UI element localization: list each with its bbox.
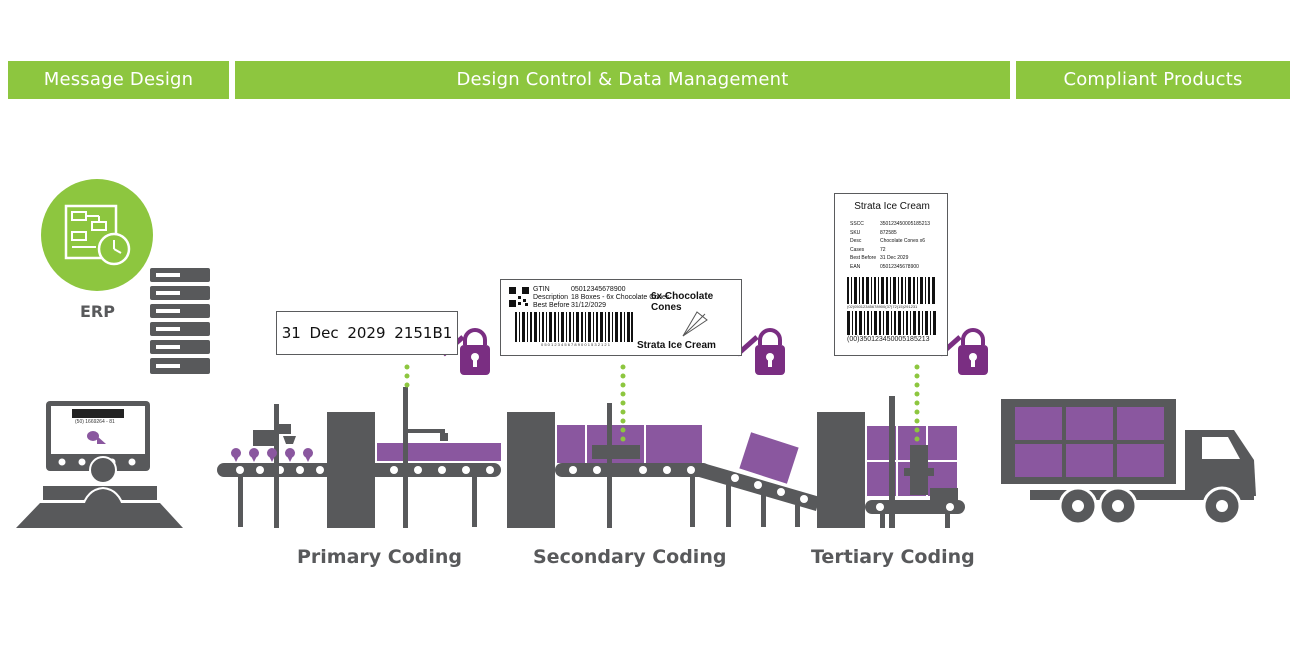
- field-key: SSCC: [850, 221, 864, 227]
- banner-message-design: Message Design: [8, 61, 229, 99]
- field-value: 350123450005185213: [880, 221, 931, 227]
- field-key: EAN: [850, 263, 861, 270]
- case-barcode-text: 0 5 0 1 2 3 4 5 6 7 8 9 0 0 1 5 3 2 1 2 …: [541, 342, 610, 347]
- monitor-barcode-text: (50) 1669264 - 81: [75, 419, 115, 425]
- stage-label-tertiary: Tertiary Coding: [811, 546, 975, 568]
- field-value: 05012345678900: [880, 263, 919, 270]
- tertiary-pallet-label: Strata Ice Cream SSCC 350123450005185213 …: [834, 193, 948, 356]
- verification-connectors: [404, 364, 920, 442]
- delivery-truck-icon: [1001, 399, 1256, 526]
- field-key: SKU: [850, 229, 861, 236]
- case-barcode: [515, 312, 633, 342]
- secondary-conveyor: [507, 403, 820, 528]
- pallet-label-title: Strata Ice Cream: [854, 201, 930, 212]
- field-value: 31 Dec 2029: [880, 255, 909, 262]
- pallet-barcode-1: [847, 277, 935, 304]
- ice-cream-cone-icon: [682, 311, 708, 337]
- field-value: 72: [880, 246, 886, 253]
- erp-workflow-icon: [41, 179, 153, 291]
- pallet-barcode-2-text: (00)350123450005185213: [847, 336, 930, 343]
- primary-date-code-label: 31 Dec 2029 2151B1: [276, 311, 458, 355]
- field-key: Best Before: [533, 302, 570, 309]
- stage-label-secondary: Secondary Coding: [533, 546, 727, 568]
- erp-label: ERP: [80, 302, 115, 321]
- field-key: Best Before: [850, 255, 877, 262]
- field-key: Desc: [850, 238, 862, 245]
- qr-code-icon: [509, 287, 529, 307]
- banner-compliant-products: Compliant Products: [1016, 61, 1290, 99]
- pallet-barcode-2: [847, 311, 936, 335]
- field-key: Description: [533, 294, 569, 301]
- field-value: 31/12/2029: [571, 302, 607, 309]
- primary-conveyor: [217, 387, 501, 528]
- field-key: Cases: [850, 246, 865, 253]
- tertiary-pallet-station: [817, 396, 965, 528]
- field-value: 05012345678900: [571, 286, 626, 293]
- pallet-barcode-1-text: (02)05012345678900(37)72(15)291231: [847, 304, 918, 309]
- stage-label-primary: Primary Coding: [297, 546, 463, 568]
- banner-design-control: Design Control & Data Management: [235, 61, 1010, 99]
- case-product-title: 6x Chocolate Cones: [651, 291, 714, 313]
- case-brand-name: Strata Ice Cream: [637, 340, 716, 351]
- server-stack-icon: [150, 268, 210, 374]
- field-key: GTIN: [533, 286, 550, 293]
- pallet-label-fields: SSCC 350123450005185213 SKU 872585 Desc Cho…: [850, 220, 930, 272]
- field-value: 872585: [880, 229, 897, 236]
- field-value: Chocolate Cones x6: [880, 238, 926, 245]
- operator-workstation-icon: [16, 401, 183, 529]
- field-value: 18 Boxes - 6x Chocolate Cones: [571, 294, 670, 301]
